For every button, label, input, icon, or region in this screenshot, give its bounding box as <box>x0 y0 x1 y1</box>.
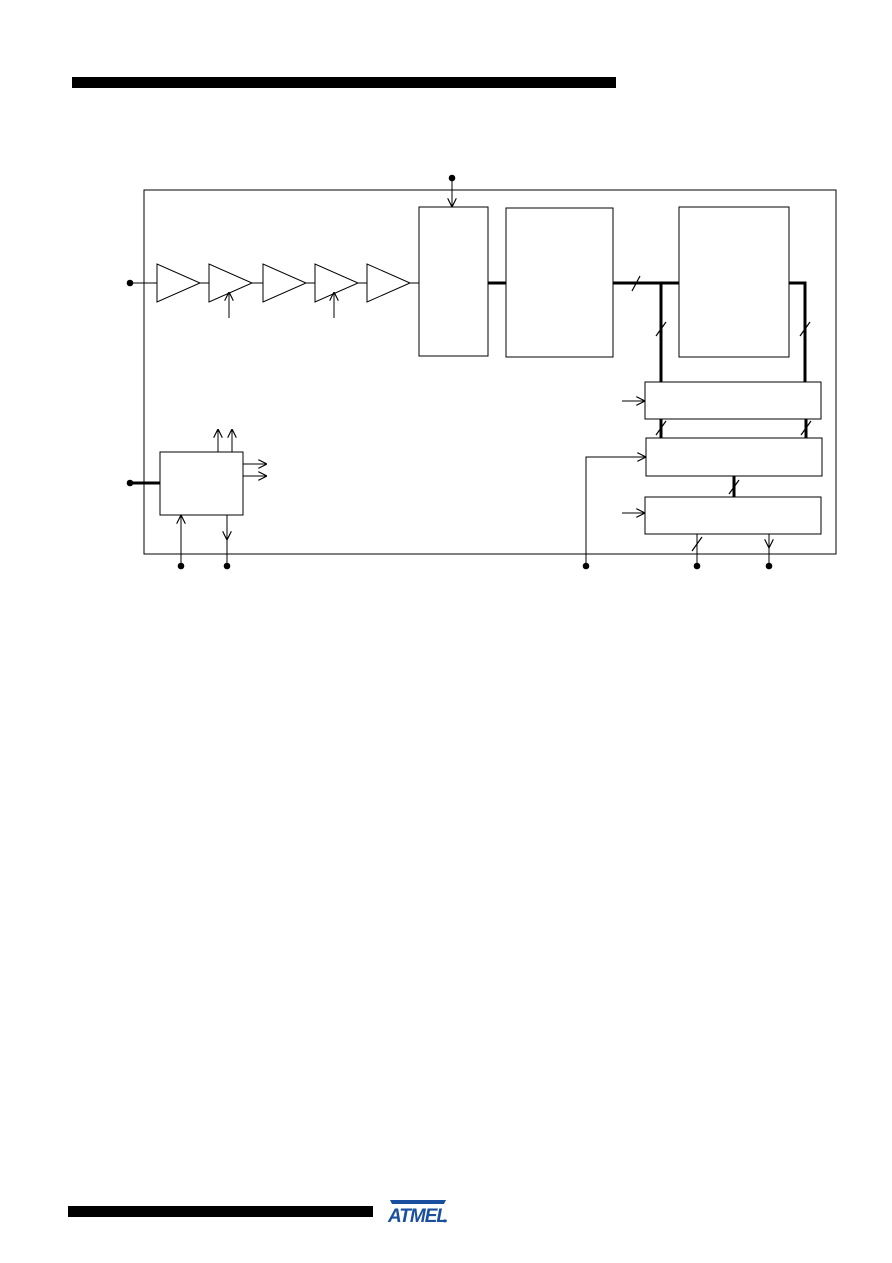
pin-data <box>693 562 701 570</box>
clock-input-line <box>585 457 646 566</box>
block-register-2 <box>645 437 823 477</box>
amplifier-stage-5 <box>366 263 412 303</box>
atmel-logo: ATMEL ® <box>387 1200 448 1226</box>
pin-top <box>448 174 456 182</box>
footer-rule <box>68 1206 373 1217</box>
block-decoder <box>505 207 614 358</box>
block-register-1 <box>644 381 822 420</box>
pin-bottom-2 <box>223 562 231 570</box>
block-power-supply <box>159 451 244 516</box>
chip-boundary <box>143 189 837 555</box>
amplifier-stage-3 <box>262 263 308 303</box>
amplifier-stage-1 <box>156 263 202 303</box>
amplifier-stage-4 <box>314 263 360 303</box>
bus-width-marks <box>631 275 812 552</box>
logo-registered-mark: ® <box>443 1218 447 1225</box>
block-demodulator <box>418 206 489 357</box>
block-memory <box>678 206 790 358</box>
memory-to-register-bus <box>789 281 807 382</box>
pin-supply <box>126 479 134 487</box>
logo-text: ATMEL <box>387 1206 447 1226</box>
header-rule <box>72 77 616 88</box>
pin-clock <box>582 562 590 570</box>
pin-rf-input <box>126 279 134 287</box>
pin-dots <box>126 174 773 570</box>
pin-output <box>765 562 773 570</box>
block-interface <box>644 496 822 535</box>
amplifier-stage-2 <box>208 263 254 303</box>
amplifier-chain <box>130 263 419 318</box>
bus-lines <box>130 281 808 497</box>
pin-bottom-1 <box>177 562 185 570</box>
